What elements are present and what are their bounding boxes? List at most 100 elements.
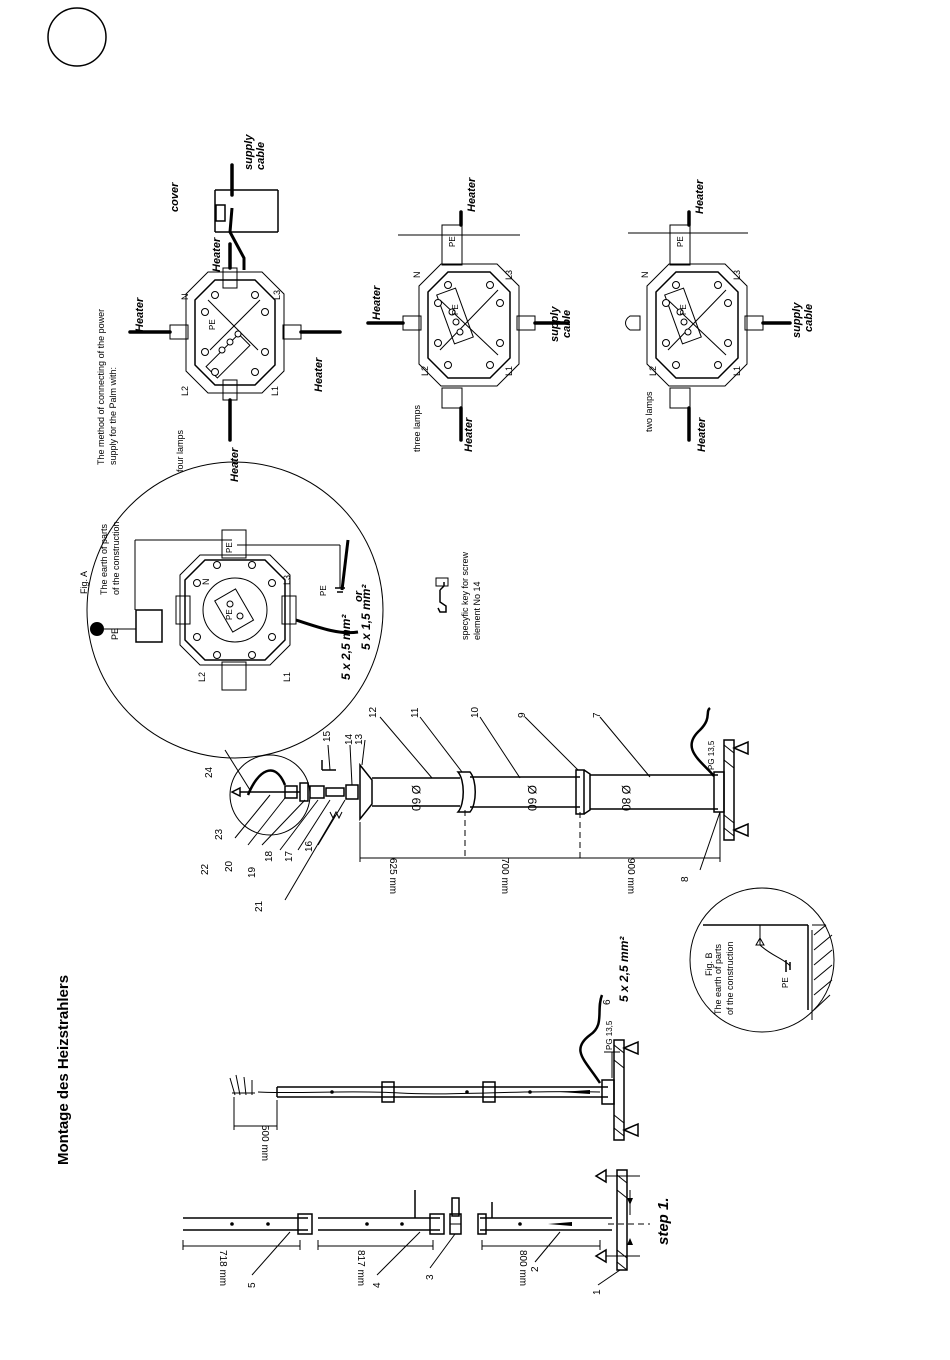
fig-a-pe-center: PE <box>225 609 234 620</box>
part-number-22: 22 <box>200 863 211 875</box>
four-pe: PE <box>208 319 217 330</box>
fig-a-l2: L2 <box>197 672 207 682</box>
wiring-four-labels: The method of connecting of the power su… <box>96 134 325 482</box>
fig-a-n: N <box>201 579 211 586</box>
fig-a-cable-1: 5 x 2,5 mm² <box>339 614 353 680</box>
fig-b-labels: Fig. B The earth of parts of the constru… <box>704 941 790 1015</box>
fig-a-or: or <box>353 590 365 602</box>
part-number-24: 24 <box>204 766 215 778</box>
diam-60-middle: Ø 60 <box>525 785 539 811</box>
diam-80-lower: Ø 80 <box>619 785 633 811</box>
part-number-2: 2 <box>530 1266 541 1272</box>
step1-labels: 718 mm 817 mm 800 mm 5 4 3 2 1 step 1. <box>217 1197 672 1295</box>
part-number-20: 20 <box>224 860 235 872</box>
main-column-labels: 625 mm 700 mm 900 mm Ø 60 Ø 60 Ø 80 PG 1… <box>200 706 716 912</box>
two-supply-2: cable <box>803 304 815 332</box>
four-heater-right: Heater <box>313 357 325 392</box>
three-l1: L1 <box>504 366 514 376</box>
two-lamps-label: two lamps <box>644 391 654 432</box>
pg-label-column: PG 13,5 <box>707 740 716 770</box>
two-l3: L3 <box>732 270 742 280</box>
assembled-labels: 500 mm PG 13,5 6 5 x 2,5 mm² <box>259 936 631 1161</box>
part-number-23: 23 <box>214 828 225 840</box>
four-n: N <box>180 294 190 301</box>
fig-b-title: Fig. B <box>704 952 714 976</box>
wiring-intro-2: supply for the Palm with: <box>108 367 118 465</box>
four-heater-top: Heater <box>211 237 223 272</box>
part-number-1: 1 <box>592 1289 603 1295</box>
pg-label-assembled: PG 13,5 <box>605 1020 614 1050</box>
two-l2: L2 <box>648 366 658 376</box>
part-number-9: 9 <box>517 712 528 718</box>
three-lamps-label: three lamps <box>412 404 422 452</box>
three-heater-left: Heater <box>371 285 383 320</box>
wiring-three-lamps <box>366 210 570 442</box>
three-supply-2: cable <box>561 310 573 338</box>
three-l3: L3 <box>504 270 514 280</box>
part-number-15: 15 <box>322 730 333 742</box>
fig-a-cable-2: 5 x 1,5 mm² <box>359 584 373 650</box>
two-pe-top: PE <box>676 236 685 247</box>
two-supply-1: supply <box>791 302 803 338</box>
fig-a-title: Fig. A <box>79 571 89 594</box>
part-number-7: 7 <box>592 712 603 718</box>
fig-b-earth-1: The earth of parts <box>713 943 723 1015</box>
part-number-8: 8 <box>680 876 691 882</box>
part-number-5: 5 <box>247 1282 258 1288</box>
dim-900: 900 mm <box>625 858 636 894</box>
fig-a-earth-1: The earth of parts <box>99 523 109 595</box>
three-l2: L2 <box>420 366 430 376</box>
four-l1: L1 <box>270 386 280 396</box>
step-label: step 1. <box>655 1197 672 1245</box>
three-pe-center: PE <box>451 304 460 315</box>
part-number-4: 4 <box>372 1282 383 1288</box>
page-title: Montage des Heizstrahlers <box>55 975 72 1165</box>
assembled-column <box>229 994 639 1141</box>
three-heater-top: Heater <box>466 177 478 212</box>
four-heater-bottom: Heater <box>229 447 241 482</box>
fig-a-pe-top: PE <box>225 542 234 553</box>
fig-b-detail <box>689 887 835 1033</box>
part-number-19: 19 <box>247 866 258 878</box>
part-number-18: 18 <box>264 850 275 862</box>
part-number-12: 12 <box>368 706 379 718</box>
dim-817: 817 mm <box>355 1250 366 1286</box>
dim-718: 718 mm <box>217 1250 228 1286</box>
dim-800-step: 800 mm <box>517 1250 528 1286</box>
fig-a-pe-right: PE <box>319 585 328 596</box>
three-supply-1: supply <box>549 306 561 342</box>
fig-a-l1: L1 <box>282 672 292 682</box>
two-l1: L1 <box>732 366 742 376</box>
three-heater-bottom: Heater <box>463 417 475 452</box>
wiring-four-lamps <box>128 163 342 442</box>
three-n: N <box>412 272 422 279</box>
cover-label: cover <box>169 182 181 212</box>
two-heater-bottom: Heater <box>696 417 708 452</box>
fig-b-pe: PE <box>781 977 790 988</box>
part-number-14: 14 <box>344 733 355 745</box>
part-number-17: 17 <box>284 850 295 862</box>
key-text-1: specyfic key for screw <box>460 551 470 640</box>
cable-label-assembled: 5 x 2,5 mm² <box>617 936 631 1002</box>
dim-700: 700 mm <box>499 858 510 894</box>
fig-a-l3: L3 <box>282 575 292 585</box>
two-heater-top: Heater <box>694 179 706 214</box>
key-text-2: element No 14 <box>472 581 482 640</box>
wiring-three-labels: three lamps Heater Heater Heater supply … <box>371 177 573 452</box>
dim-625: 625 mm <box>387 858 398 894</box>
fig-a-pe-left: PE <box>110 628 120 640</box>
four-heater-left: Heater <box>134 297 146 332</box>
part-number-10: 10 <box>470 706 481 718</box>
part-number-13: 13 <box>354 733 365 745</box>
two-n: N <box>640 272 650 279</box>
key-icon <box>435 577 449 613</box>
dim-500: 500 mm <box>259 1125 270 1161</box>
corner-circle <box>47 7 107 67</box>
part-number-16: 16 <box>304 840 315 852</box>
main-column <box>224 707 749 901</box>
cable-number-6: 6 <box>602 999 613 1005</box>
four-supply-2: cable <box>255 142 267 170</box>
fig-a-labels: Fig. A The earth of parts of the constru… <box>79 521 373 682</box>
part-number-21: 21 <box>254 900 265 912</box>
